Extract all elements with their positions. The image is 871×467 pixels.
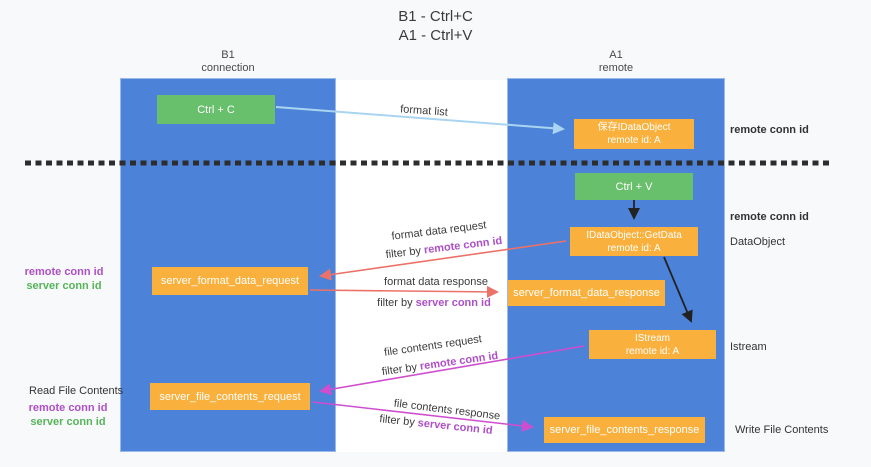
istream-box: IStream remote id: A: [589, 330, 716, 359]
lane-a1-role: remote: [598, 62, 634, 74]
remote-conn-id-annotation-getdata: remote conn id: [730, 211, 809, 223]
lane-b1-role: connection: [201, 62, 255, 74]
title-line-2: A1 - Ctrl+V: [398, 27, 473, 44]
server-format-data-request-box: server_format_data_request: [152, 267, 308, 295]
ctrl-c-label: Ctrl + C: [197, 103, 235, 116]
server-file-contents-request-label: server_file_contents_request: [159, 390, 301, 403]
dataobject-annotation: DataObject: [730, 236, 786, 248]
remote-conn-id-annotation-left-2: remote conn id: [28, 402, 108, 414]
ctrl-c-box: Ctrl + C: [157, 95, 275, 124]
save-dataobject-box: 保存IDataObject remote id: A: [574, 119, 694, 149]
server-conn-id-annotation-left-1: server conn id: [26, 279, 102, 292]
save-dataobject-line1: 保存IDataObject: [597, 122, 671, 133]
write-file-contents-annotation: Write File Contents: [735, 424, 829, 436]
format-data-response-arrow-label: format data response: [384, 276, 488, 288]
server-format-data-response-box: server_format_data_response: [508, 280, 665, 306]
server-format-data-request-label: server_format_data_request: [160, 275, 300, 287]
title-line-1: B1 - Ctrl+C: [398, 8, 473, 25]
ctrl-v-box: Ctrl + V: [575, 173, 693, 200]
istream-annotation: Istream: [730, 341, 767, 353]
save-dataobject-line2: remote id: A: [607, 135, 661, 146]
lane-header-a1: A1 remote: [507, 49, 725, 75]
diagram-title: B1 - Ctrl+C A1 - Ctrl+V: [0, 7, 871, 45]
conn-id-annotation-group-file: remote conn id server conn id: [26, 402, 110, 429]
server-conn-id-annotation-left-2: server conn id: [30, 415, 106, 428]
lane-header-b1: B1 connection: [120, 49, 336, 75]
filter-by-text: filter by: [377, 297, 413, 309]
getdata-box: IDataObject::GetData remote id: A: [570, 227, 698, 256]
server-file-contents-response-box: server_file_contents_response: [544, 417, 705, 443]
istream-line1: IStream: [634, 332, 670, 344]
read-file-contents-annotation: Read File Contents: [29, 385, 124, 397]
server-format-data-response-label: server_format_data_response: [513, 287, 660, 299]
conn-id-annotation-group-format: remote conn id server conn id: [22, 266, 106, 293]
remote-conn-id-annotation-top: remote conn id: [730, 124, 809, 136]
server-conn-id-text: server conn id: [415, 297, 491, 309]
remote-conn-id-annotation-left-1: remote conn id: [24, 266, 104, 278]
istream-line2: remote id: A: [625, 345, 680, 357]
server-file-contents-response-label: server_file_contents_response: [549, 424, 700, 436]
getdata-line2: remote id: A: [607, 242, 661, 254]
lane-b1-name: B1: [221, 49, 235, 61]
getdata-line1: IDataObject::GetData: [586, 229, 682, 241]
server-file-contents-request-box: server_file_contents_request: [150, 383, 310, 410]
ctrl-v-label: Ctrl + V: [615, 180, 653, 193]
lane-a1-name: A1: [609, 49, 623, 61]
label-background-panel: [336, 80, 507, 452]
